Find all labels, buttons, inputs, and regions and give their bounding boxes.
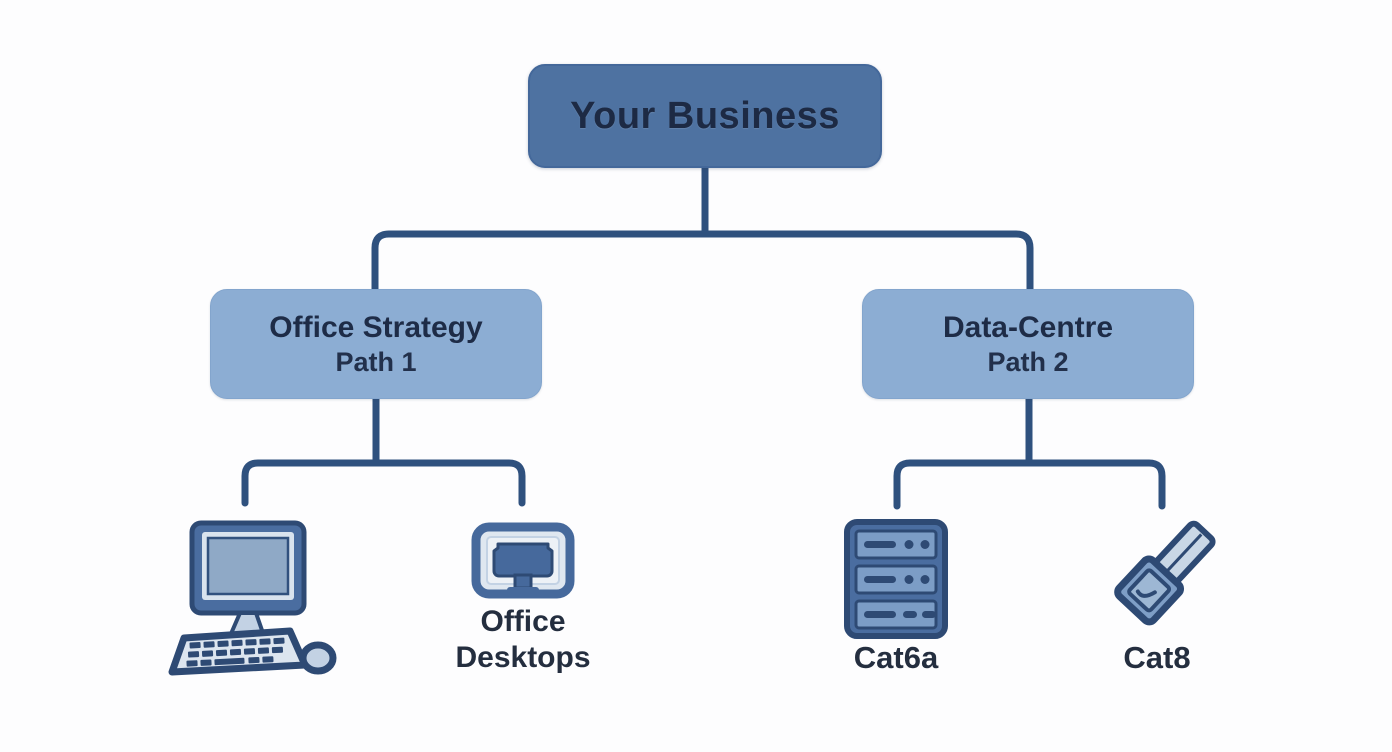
cat6a-label: Cat6a xyxy=(853,640,939,675)
ethernet-cable-icon xyxy=(1098,520,1223,645)
office-desktops-label: Office Desktops xyxy=(455,605,591,674)
root-node-label: Your Business xyxy=(570,94,840,137)
branch-sublabel: Path 1 xyxy=(335,347,417,377)
branch-label: Data-Centre xyxy=(942,311,1114,344)
cat8-label: Cat8 xyxy=(1123,640,1191,675)
desktop-computer-icon xyxy=(168,518,338,680)
root-node-your-business: Your Business xyxy=(528,64,882,168)
branch-sublabel: Path 2 xyxy=(987,347,1069,377)
server-rack-icon xyxy=(842,518,950,640)
branch-node-office-strategy: Office Strategy Path 1 xyxy=(210,289,542,399)
branch-label: Office Strategy xyxy=(269,311,483,344)
branch-node-data-centre: Data-Centre Path 2 xyxy=(862,289,1194,399)
office-monitor-icon xyxy=(470,522,576,602)
